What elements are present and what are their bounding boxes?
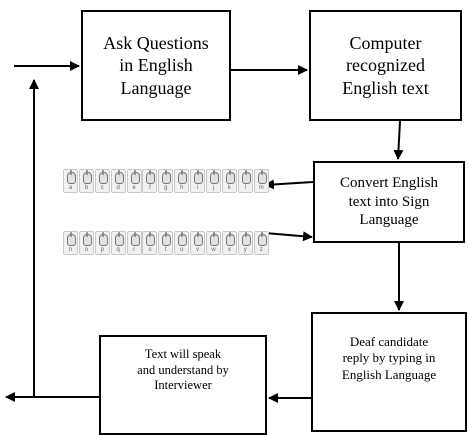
box-ask-questions-text: Ask Questions in English Language (103, 32, 209, 98)
sign-letter-label: h (180, 185, 184, 191)
sign-letter-label: m (258, 185, 264, 191)
hand-sign-icon (257, 232, 267, 246)
hand-sign-icon (114, 170, 124, 184)
sign-letter-l: l (237, 169, 253, 193)
box-convert-sign-language: Convert English text into Sign Language (313, 161, 465, 243)
sign-letter-j: j (206, 169, 222, 193)
sign-letter-label: z (259, 247, 263, 253)
sign-letter-label: o (84, 247, 89, 253)
sign-letter-r: r (126, 231, 142, 255)
hand-sign-icon (194, 232, 204, 246)
sign-letter-label: t (165, 247, 167, 253)
box-computer-recognized: Computer recognized English text (309, 10, 462, 121)
sign-letter-label: j (212, 185, 215, 191)
sign-letter-label: w (211, 247, 216, 253)
sign-letter-e: e (126, 169, 142, 193)
hand-sign-icon (114, 232, 124, 246)
hand-sign-icon (67, 170, 76, 184)
box-convert-sign-language-text: Convert English text into Sign Language (340, 174, 438, 229)
hand-sign-icon (241, 170, 251, 184)
sign-letter-label: k (227, 185, 231, 191)
hand-sign-icon (241, 232, 251, 246)
sign-letter-label: e (132, 185, 136, 191)
sign-letter-t: t (158, 231, 174, 255)
box-deaf-candidate-reply: Deaf candidate reply by typing in Englis… (311, 312, 467, 432)
sign-alphabet-row-a-m: a b c d e f g h i j k l m (63, 169, 270, 193)
sign-letter-label: y (243, 247, 247, 253)
arrow-recognized-to-convert (393, 120, 404, 160)
sign-letter-z: z (253, 231, 269, 255)
sign-letter-m: m (253, 169, 269, 193)
box-text-will-speak: Text will speak and understand by Interv… (99, 335, 267, 435)
sign-letter-x: x (221, 231, 237, 255)
hand-sign-icon (225, 232, 235, 246)
arrow-convert-to-strip-top (264, 179, 314, 190)
sign-letter-label: a (68, 185, 73, 191)
sign-letter-label: r (133, 247, 136, 253)
hand-sign-icon (98, 170, 108, 184)
hand-sign-icon (130, 232, 140, 246)
sign-letter-label: d (116, 185, 120, 191)
box-text-will-speak-text: Text will speak and understand by Interv… (137, 347, 229, 393)
sign-letter-u: u (174, 231, 190, 255)
sign-letter-label: u (180, 247, 184, 253)
arrow-strip-bottom-to-convert (264, 231, 313, 242)
hand-sign-icon (146, 232, 156, 246)
flow-arrows (5, 61, 404, 403)
sign-letter-label: l (244, 185, 246, 191)
sign-letter-label: q (116, 247, 120, 253)
sign-letter-w: w (206, 231, 222, 255)
hand-sign-icon (82, 170, 92, 184)
sign-letter-a: a (63, 169, 78, 193)
hand-sign-icon (257, 170, 267, 184)
hand-sign-icon (210, 170, 220, 184)
sign-letter-i: i (190, 169, 206, 193)
hand-sign-icon (225, 170, 235, 184)
hand-sign-icon (162, 170, 172, 184)
hand-sign-icon (178, 232, 188, 246)
sign-letter-d: d (110, 169, 126, 193)
box-deaf-candidate-reply-text: Deaf candidate reply by typing in Englis… (341, 334, 437, 382)
sign-letter-s: s (142, 231, 158, 255)
sign-letter-p: p (94, 231, 110, 255)
hand-sign-icon (67, 232, 76, 246)
hand-sign-icon (98, 232, 108, 246)
sign-alphabet-row-n-z: n o p q r s t u v w x y z (63, 231, 270, 255)
hand-sign-icon (194, 170, 204, 184)
sign-letter-label: s (148, 247, 152, 253)
sign-letter-label: x (227, 247, 231, 253)
hand-sign-icon (178, 170, 188, 184)
sign-letter-o: o (78, 231, 94, 255)
sign-letter-c: c (94, 169, 110, 193)
sign-letter-n: n (63, 231, 78, 255)
sign-letter-y: y (237, 231, 253, 255)
hand-sign-icon (162, 232, 172, 246)
sign-letter-k: k (221, 169, 237, 193)
sign-letter-q: q (110, 231, 126, 255)
sign-letter-label: n (68, 247, 73, 253)
sign-letter-label: c (100, 185, 104, 191)
sign-letter-g: g (158, 169, 174, 193)
box-computer-recognized-text: Computer recognized English text (342, 32, 429, 98)
hand-sign-icon (146, 170, 156, 184)
sign-letter-v: v (190, 231, 206, 255)
sign-letter-label: i (196, 185, 199, 191)
box-ask-questions: Ask Questions in English Language (81, 10, 231, 121)
sign-letter-b: b (78, 169, 94, 193)
sign-letter-h: h (174, 169, 190, 193)
sign-letter-label: b (84, 185, 89, 191)
sign-letter-f: f (142, 169, 158, 193)
sign-letter-label: p (100, 247, 104, 253)
hand-sign-icon (130, 170, 140, 184)
hand-sign-icon (82, 232, 92, 246)
sign-letter-label: f (149, 185, 151, 191)
sign-letter-label: v (196, 247, 200, 253)
hand-sign-icon (210, 232, 220, 246)
sign-letter-label: g (164, 185, 168, 191)
